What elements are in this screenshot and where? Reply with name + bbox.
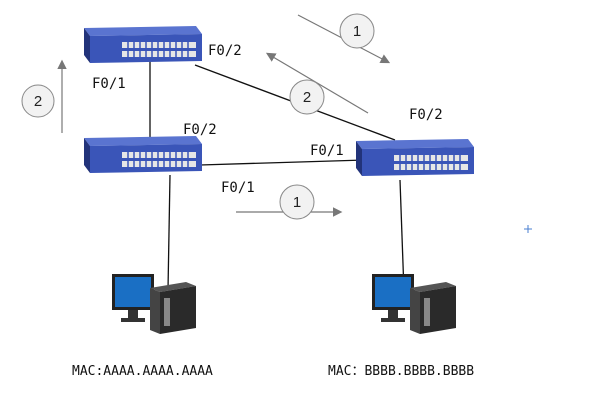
- mac-label-left: MAC:AAAA.AAAA.AAAA: [72, 364, 213, 379]
- port-label-right-f01: F0/1: [310, 143, 344, 159]
- step-number: 2: [303, 89, 311, 106]
- mac-label-right: MAC：BBBB.BBBB.BBBB: [328, 364, 474, 379]
- switch-ports: [394, 155, 468, 170]
- step-circle-left: 2: [21, 84, 55, 118]
- port-label-left-f02: F0/2: [183, 122, 217, 138]
- step-circle-bottom: 1: [279, 184, 315, 220]
- link-right-pc: [399, 179, 405, 293]
- step-circle-top-right: 1: [339, 13, 375, 49]
- switch-ports: [122, 42, 196, 57]
- pc-left: [112, 274, 196, 334]
- step-number: 2: [34, 93, 42, 110]
- port-label-top-f02: F0/2: [208, 43, 242, 59]
- links: [149, 60, 405, 293]
- link-left-pc: [167, 174, 171, 291]
- port-label-top-f01: F0/1: [92, 76, 126, 92]
- monitor-icon: [372, 274, 414, 322]
- port-label-right-f02: F0/2: [409, 107, 443, 123]
- tower-icon: [150, 282, 196, 334]
- switch-ports: [122, 152, 196, 167]
- pc-right: [372, 274, 456, 334]
- step-circle-middle: 2: [289, 79, 325, 115]
- step-circles: 1 2 2 1: [21, 13, 375, 220]
- switch-top: [84, 26, 202, 63]
- switch-right: [356, 139, 474, 176]
- monitor-icon: [112, 274, 154, 322]
- crosshair-icon: [524, 225, 532, 233]
- step-number: 1: [293, 194, 301, 211]
- port-label-left-f01: F0/1: [221, 180, 255, 196]
- step-number: 1: [353, 23, 361, 40]
- link-left-right: [199, 159, 366, 166]
- tower-icon: [410, 282, 456, 334]
- switch-left: [84, 136, 202, 173]
